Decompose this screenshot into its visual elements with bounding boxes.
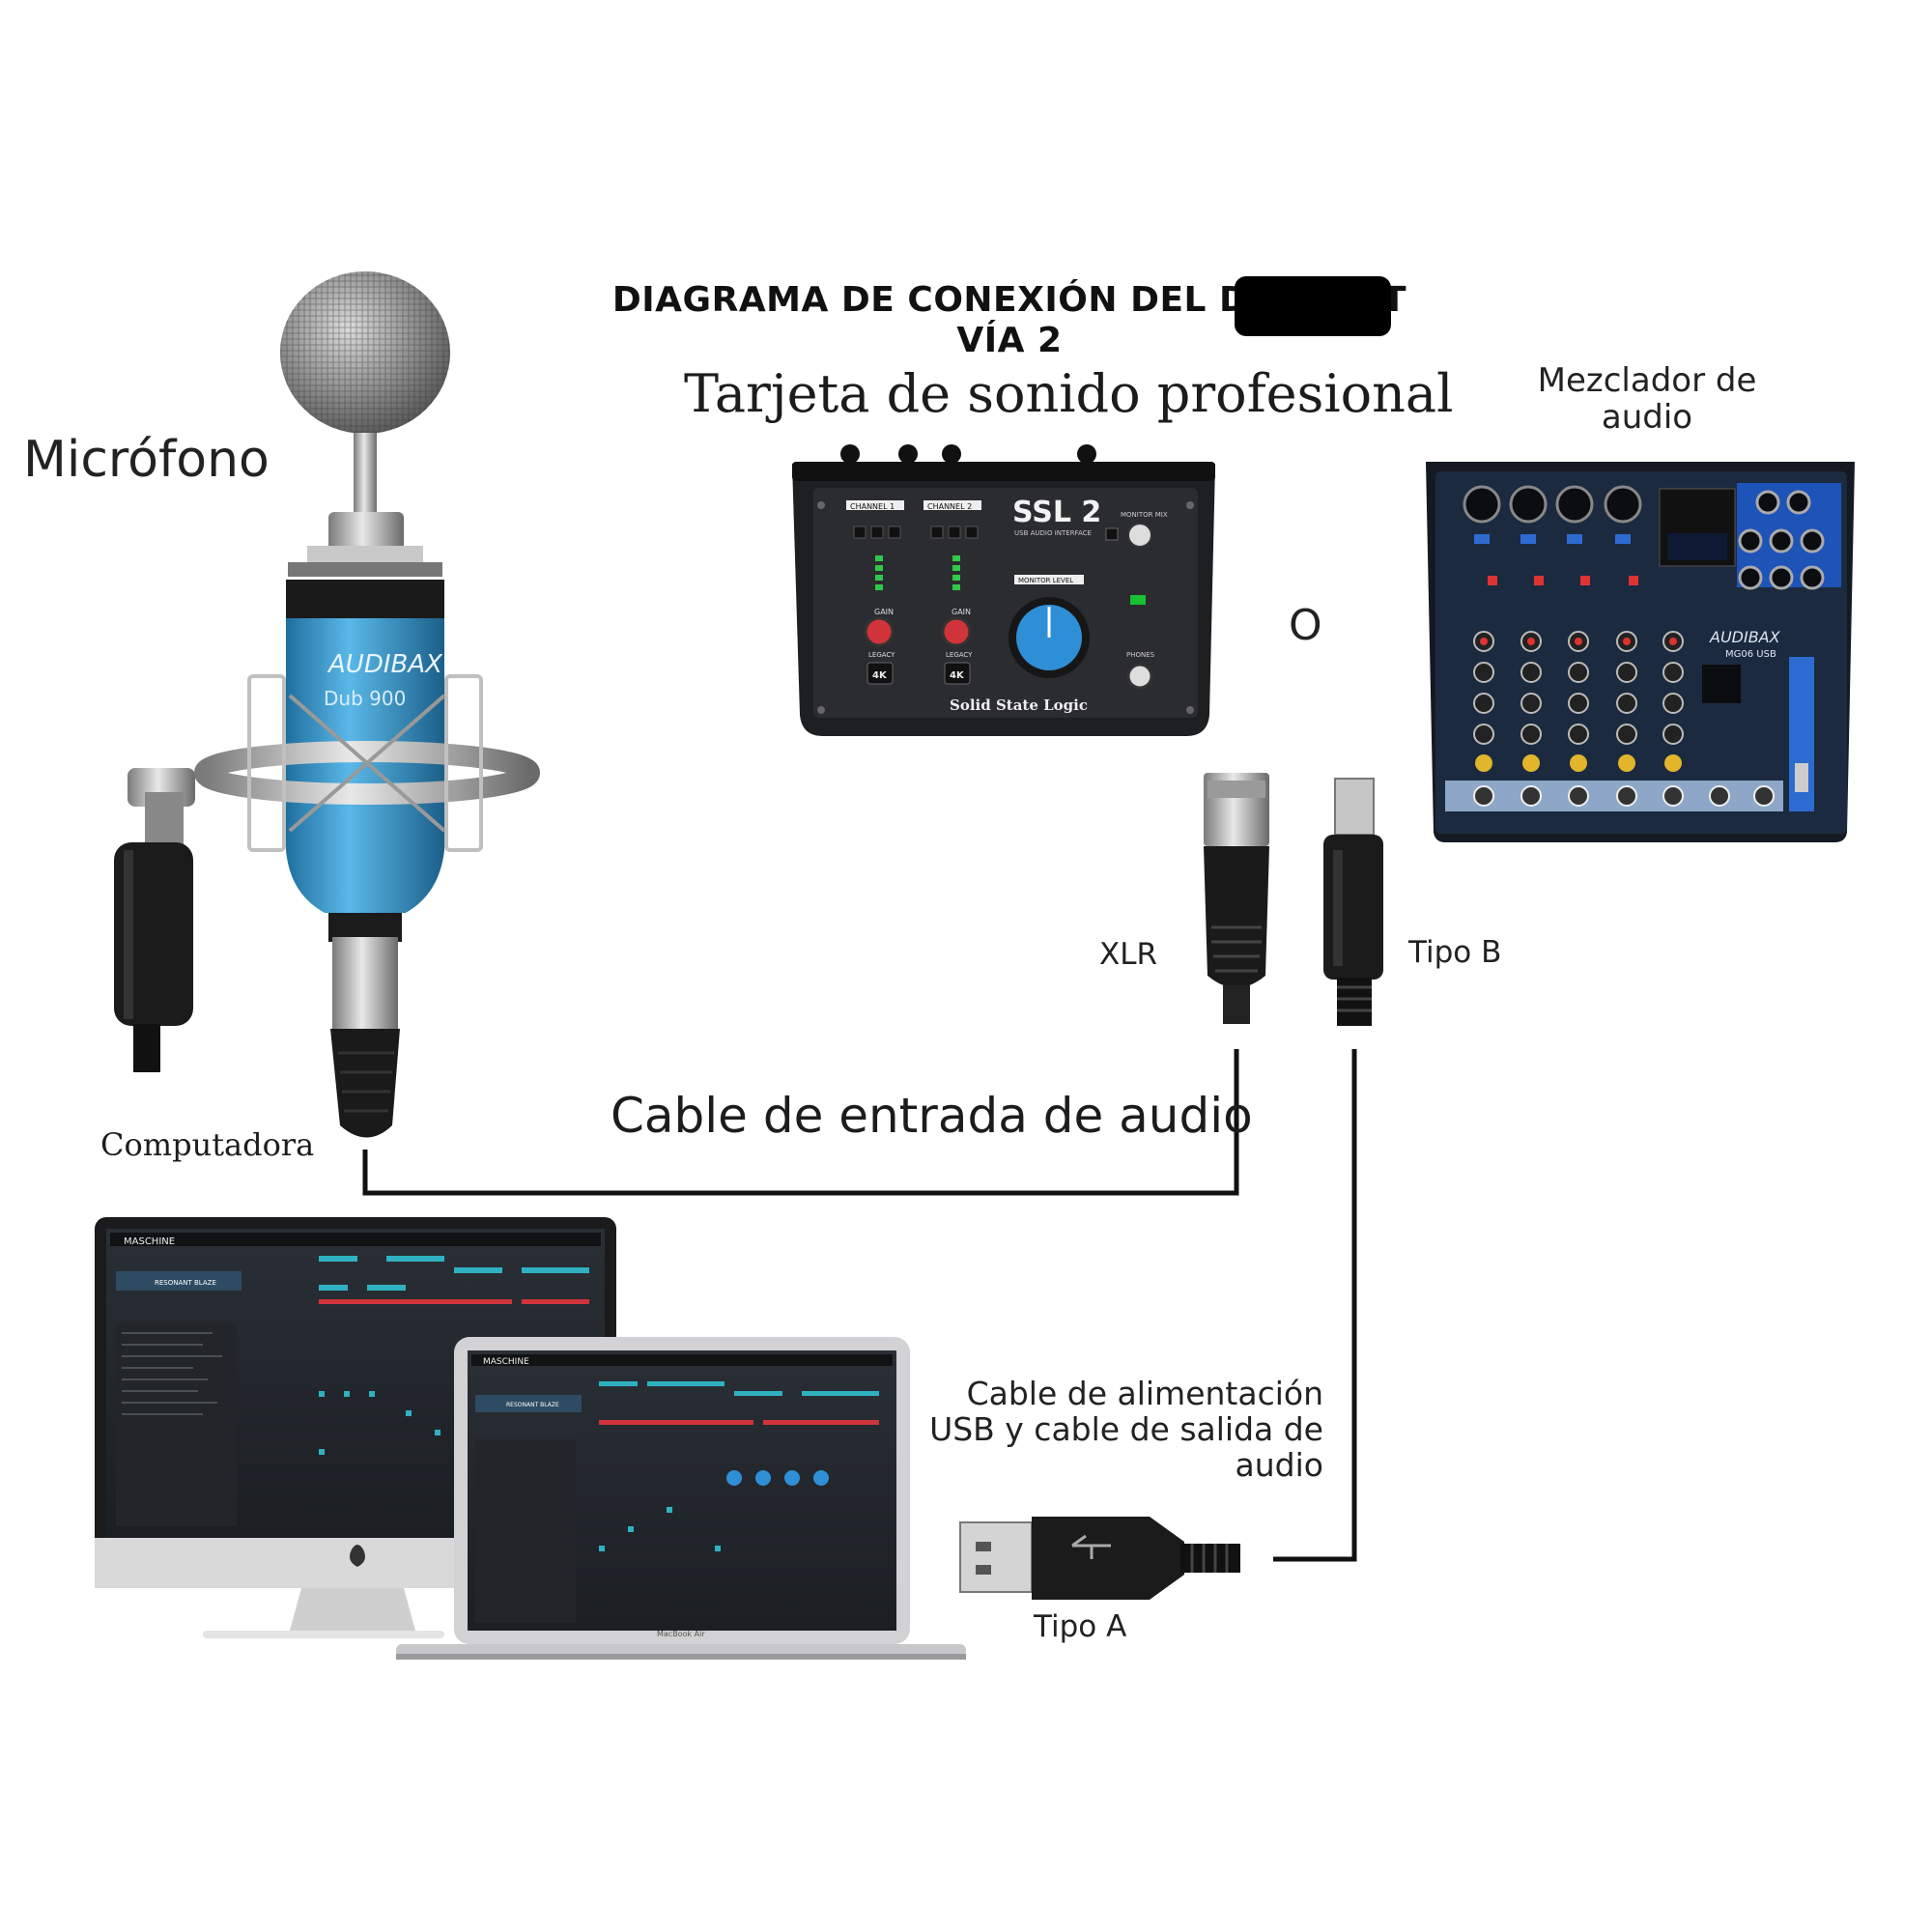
xlr-label: XLR <box>1099 937 1158 972</box>
mic-model-text: Dub 900 <box>324 687 406 710</box>
ssl-monitor-mix-label: MONITOR MIX <box>1121 511 1168 519</box>
macbook-label: MacBook Air <box>657 1630 705 1638</box>
mixer-brand-text: AUDIBAX <box>1709 628 1781 646</box>
sound-card-label: Tarjeta de sonido profesional <box>684 363 1454 424</box>
ssl-phones-label: PHONES <box>1126 651 1155 659</box>
ssl-ch2-label: CHANNEL 2 <box>927 502 972 511</box>
imac-plugin-label: RESONANT BLAZE <box>155 1279 216 1287</box>
usb-cable-label-line3: audio <box>1235 1446 1323 1484</box>
type-b-label: Tipo B <box>1408 935 1502 970</box>
ssl-legacy2-label: LEGACY <box>946 651 973 659</box>
xlr-connector-illustration <box>1204 773 1269 1024</box>
ssl-brand-text: Solid State Logic <box>950 696 1088 714</box>
usb-cable-label-line1: Cable de alimentación <box>966 1375 1323 1412</box>
macbook-software-label: MASCHINE <box>483 1357 529 1367</box>
usb-cable-label-line2: USB y cable de salida de <box>929 1410 1323 1448</box>
audio-input-cable-label: Cable de entrada de audio <box>611 1088 1253 1144</box>
ssl-gain1-label: GAIN <box>874 608 894 616</box>
usb-type-b-illustration <box>1323 778 1383 1026</box>
mixer-knob-grid <box>1473 631 1684 772</box>
usb-type-a-illustration <box>959 1517 1240 1600</box>
usb-cable-label: Cable de alimentación USB y cable de sal… <box>869 1376 1323 1483</box>
ssl2-interface-illustration: CHANNEL 1 CHANNEL 2 GAIN GAIN LEGACY LEG… <box>792 444 1215 736</box>
ssl-4k2-label: 4K <box>950 670 965 681</box>
imac-software-label: MASCHINE <box>124 1236 175 1247</box>
mic-brand-text: AUDIBAX <box>327 650 443 679</box>
audio-mixer-illustration: AUDIBAX MG06 USB <box>1426 462 1855 842</box>
cable-lines <box>362 1049 1357 1562</box>
mixer-label-line1: Mezclador de <box>1537 361 1757 400</box>
ssl-gain2-label: GAIN <box>952 608 971 616</box>
ssl-legacy1-label: LEGACY <box>868 651 895 659</box>
ssl-logo-text: SSL 2 <box>1012 496 1101 529</box>
redaction-block <box>1235 276 1391 336</box>
diagram-title-line2: VÍA 2 <box>956 321 1063 360</box>
computer-label: Computadora <box>100 1126 315 1163</box>
ssl-monitor-level-label: MONITOR LEVEL <box>1018 577 1073 584</box>
usb-cable-line <box>1273 1049 1357 1562</box>
audio-input-cable-line <box>362 1049 1239 1196</box>
ssl-ch1-label: CHANNEL 1 <box>850 502 895 511</box>
or-label: O <box>1289 601 1322 650</box>
mixer-label: Mezclador de audio <box>1507 362 1787 436</box>
macbook-illustration: MacBook Air MASCHINE RESONANT BLAZE <box>396 1337 966 1660</box>
microphone-label: Micrófono <box>23 431 270 489</box>
ssl-sub-text: USB AUDIO INTERFACE <box>1014 529 1092 537</box>
ssl-4k1-label: 4K <box>872 670 888 681</box>
microphone-illustration: AUDIBAX Dub 900 <box>114 271 540 1138</box>
mixer-model-text: MG06 USB <box>1725 649 1776 660</box>
mixer-label-line2: audio <box>1601 398 1693 437</box>
type-a-label: Tipo A <box>1034 1609 1127 1644</box>
macbook-plugin-label: RESONANT BLAZE <box>506 1402 559 1408</box>
